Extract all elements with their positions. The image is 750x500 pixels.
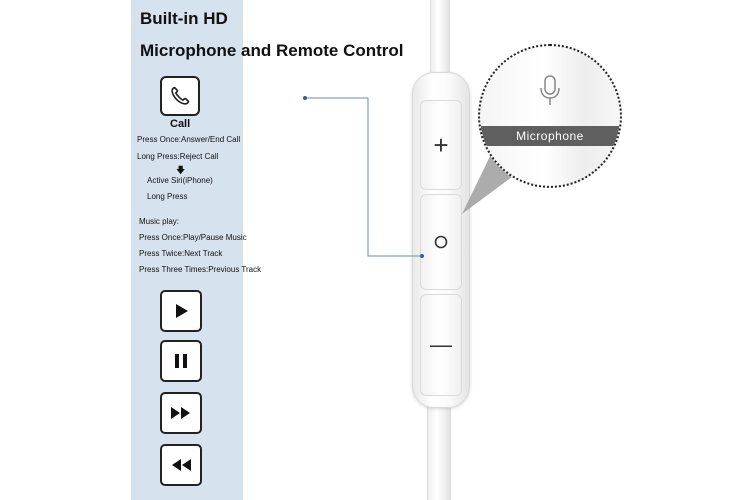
center-circle-icon [434,235,448,249]
pause-icon [160,340,202,382]
arrow-down-icon: 🡇 [176,165,186,175]
play-icon [160,290,202,332]
music-press-once: Press Once:Play/Pause Music [139,233,247,242]
phone-icon [160,76,200,116]
call-long-press: Long Press:Reject Call [137,152,219,161]
headline-line1: Built-in HD [140,9,228,28]
music-press-twice: Press Twice:Next Track [139,249,223,258]
microphone-magnifier: Microphone [478,44,622,188]
pointer-dot-start [303,96,307,100]
volume-up-button[interactable]: + [420,100,462,190]
center-button[interactable] [420,194,462,290]
pointer-line [305,97,422,257]
call-label: Call [170,118,191,130]
microphone-icon [540,75,560,105]
volume-down-button[interactable]: — [420,294,462,396]
music-press-three: Press Three Times:Previous Track [139,265,262,274]
headline-line2: Microphone and Remote Control [140,41,404,60]
plus-label: + [433,130,449,160]
microphone-label: Microphone [480,126,620,146]
siri-action: Long Press [147,192,188,201]
siri-label: Active Siri(iPhone) [147,176,213,185]
music-heading: Music play: [139,217,180,226]
call-press-once: Press Once:Answer/End Call [137,135,241,144]
fast-forward-icon [160,392,202,434]
upper-cable [430,0,450,76]
rewind-icon [160,444,202,486]
minus-label: — [430,332,452,357]
lower-cable [427,402,451,500]
